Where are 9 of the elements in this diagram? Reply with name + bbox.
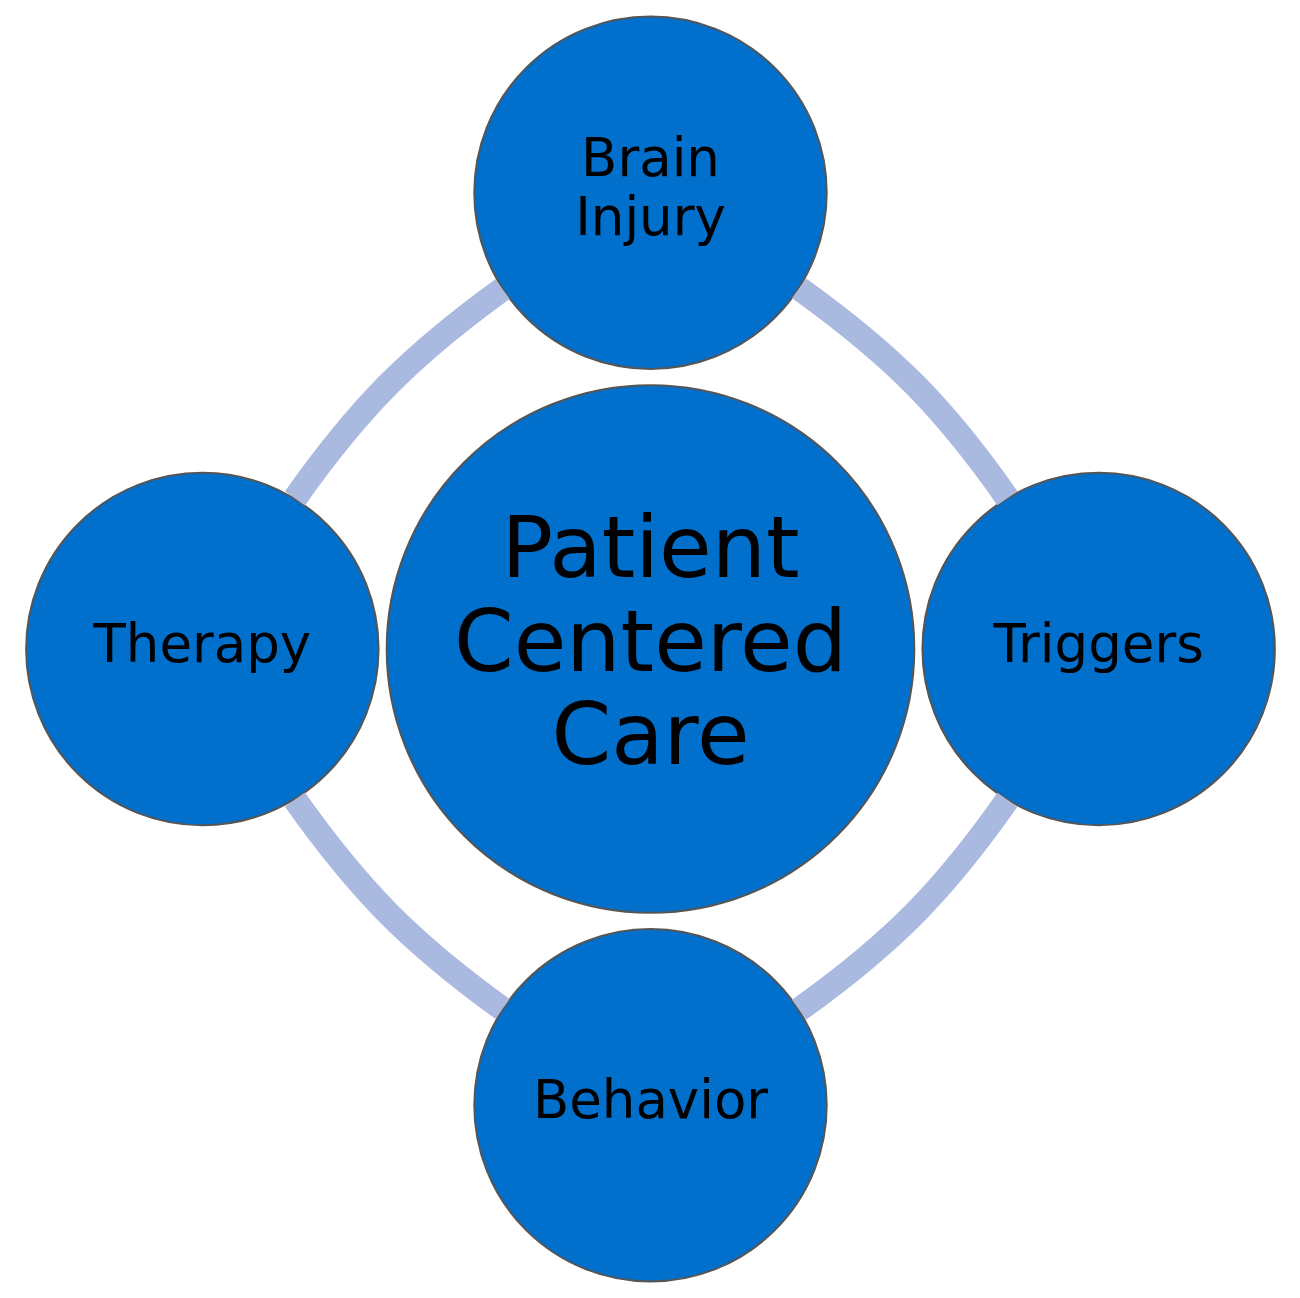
node-circle: Triggers [920, 471, 1276, 827]
node-circle: Behavior [472, 928, 828, 1283]
connector [791, 792, 1017, 1020]
node-circle: Patient Centered Care [385, 384, 915, 914]
connector [284, 279, 510, 506]
connector [791, 278, 1017, 506]
node-circle: Brain Injury [472, 15, 828, 370]
node-circle: Therapy [24, 471, 380, 827]
connector [284, 792, 510, 1019]
